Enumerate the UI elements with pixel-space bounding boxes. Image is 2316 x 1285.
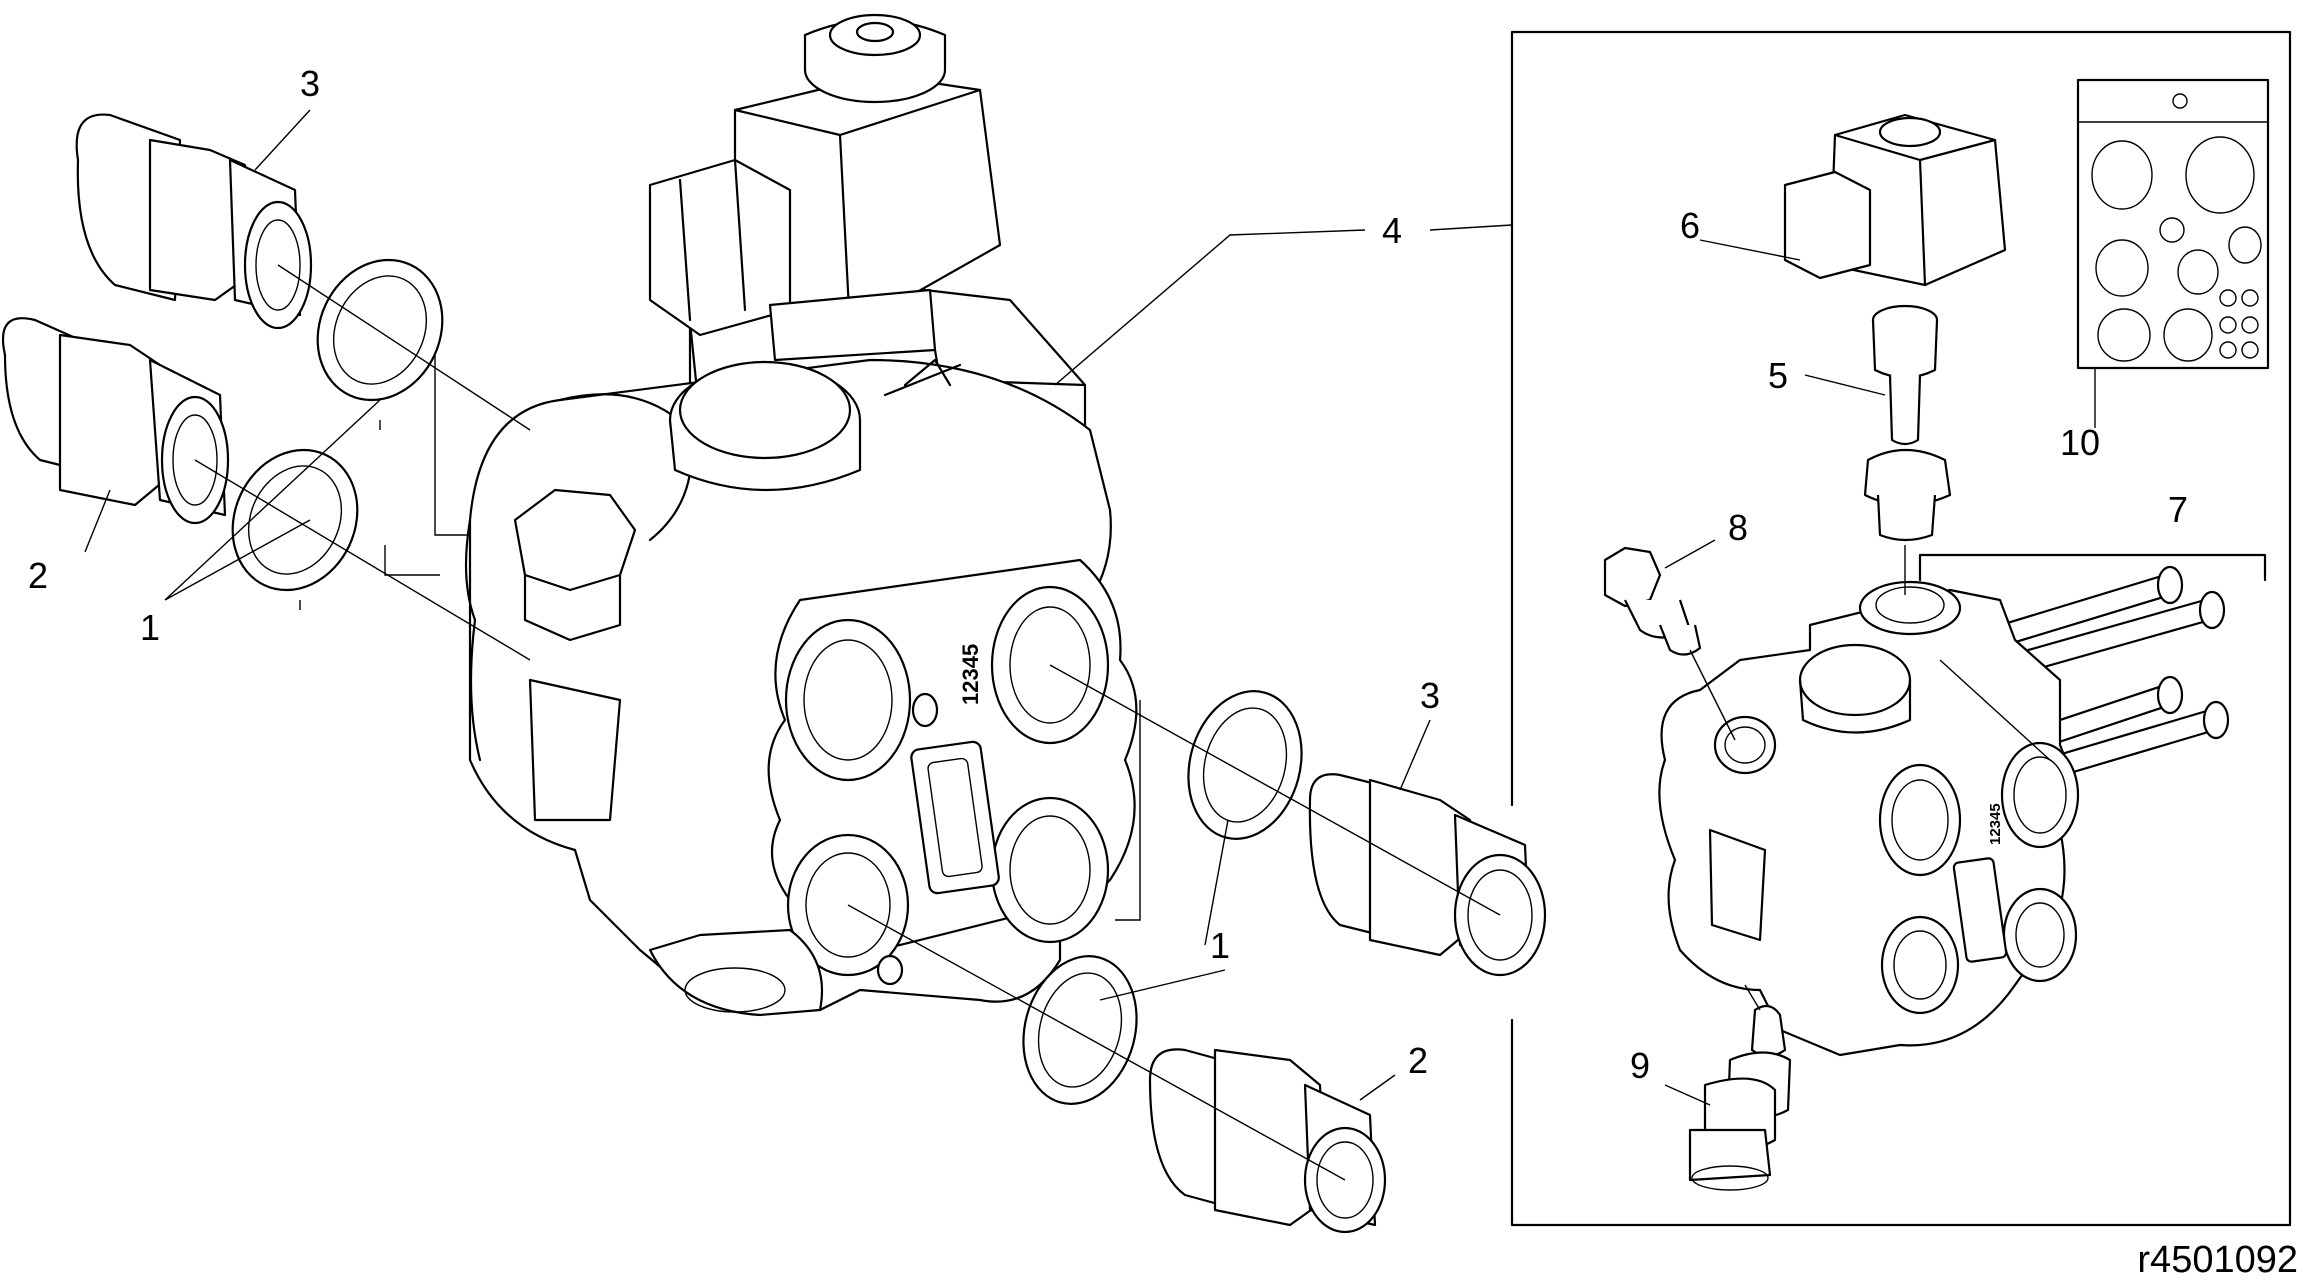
kit-explode-lines [1689,545,2051,1011]
callout-10: 10 [2060,422,2100,463]
kit-cartridge-5 [1863,304,1952,542]
callout-2-left: 2 [28,555,48,596]
kit-valve-stamp: 12345 [1987,803,2004,845]
main-valve-body: 12345 [464,288,1138,1017]
kit-check-valve-9 [1688,1004,1792,1191]
kit-box-frame [1510,30,2292,1227]
callout-8: 8 [1728,507,1748,548]
callout-1-left: 1 [140,607,160,648]
kit-seal-bag-10 [2076,78,2270,370]
callout-1-mid: 1 [1210,925,1230,966]
fitting-2-mid [1148,1048,1387,1234]
kit-coil-6 [1783,113,2007,287]
callout-6: 6 [1680,205,1700,246]
callout-2-mid: 2 [1408,1040,1428,1081]
callout-5: 5 [1768,355,1788,396]
solenoid-coil [648,13,1002,362]
explode-lines [194,264,1501,1181]
kit-valve-body: 12345 [1658,580,2080,1057]
valve-stamp: 12345 [958,644,983,705]
fitting-2-left [1,317,230,525]
callout-7: 7 [2168,489,2188,530]
seal-rings-mid [1022,690,1303,1105]
callout-3-mid: 3 [1420,675,1440,716]
callout-9: 9 [1630,1045,1650,1086]
leader-lines [84,109,2096,1106]
fitting-3-mid [1308,773,1547,977]
callout-4: 4 [1382,210,1402,251]
kit-plug-8 [1603,546,1702,656]
reference-code: r4501092 [2137,1239,2298,1281]
callout-3-left: 3 [300,63,320,104]
